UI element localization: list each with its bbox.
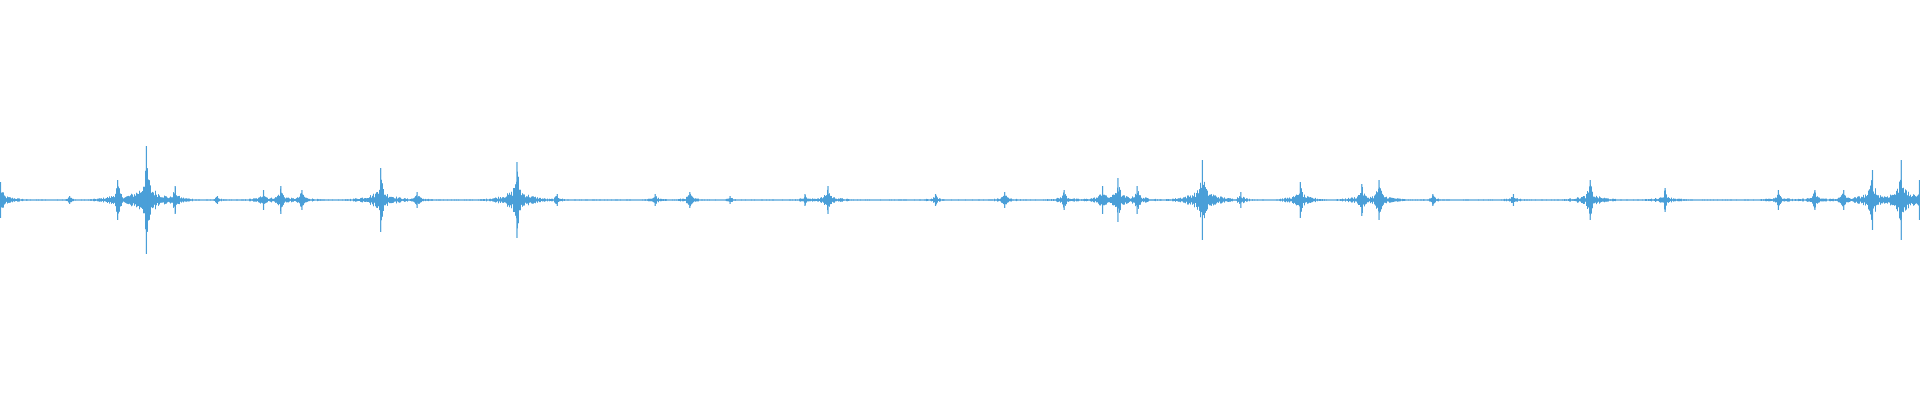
waveform-samples	[0, 148, 1920, 252]
waveform-trace	[0, 146, 1920, 254]
